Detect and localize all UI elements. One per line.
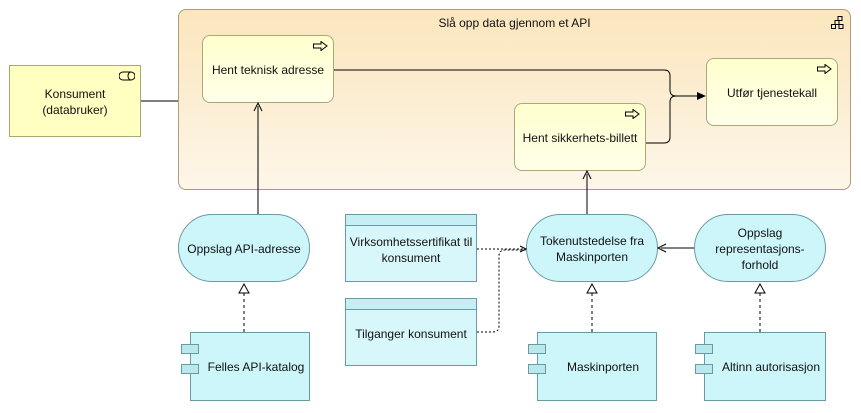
process-hent-sikkerhets-billett[interactable]: Hent sikkerhets-billett xyxy=(514,103,646,171)
component-icon xyxy=(181,364,199,374)
component-maskinporten[interactable]: Maskinporten xyxy=(537,332,657,401)
process-label: Utfør tjenestekall xyxy=(726,86,818,100)
component-label: Maskinporten xyxy=(566,360,640,374)
service-tokenutstedelse[interactable]: Tokenutstedelse fra Maskinporten xyxy=(526,214,658,282)
access-line xyxy=(477,249,526,333)
role-icon xyxy=(119,71,135,81)
component-icon xyxy=(695,344,713,354)
service-label: Oppslag representasjons- forhold xyxy=(715,226,805,272)
component-icon xyxy=(695,364,713,374)
grouping-icon xyxy=(831,16,844,29)
process-label: Hent teknisk adresse xyxy=(211,63,325,77)
realization-arrowhead xyxy=(238,282,250,294)
data-object-label: Tilganger konsument xyxy=(355,327,467,341)
process-arrow-icon xyxy=(817,64,832,74)
process-hent-teknisk-adresse[interactable]: Hent teknisk adresse xyxy=(202,35,334,103)
data-object-tilganger[interactable]: Tilganger konsument xyxy=(345,298,477,366)
container-title: Slå opp data gjennom et API xyxy=(438,16,591,30)
process-arrow-icon xyxy=(625,109,640,119)
component-felles-api-katalog[interactable]: Felles API-katalog xyxy=(190,332,310,401)
realization-arrowhead xyxy=(754,282,766,294)
component-icon xyxy=(181,344,199,354)
serving-arrowhead xyxy=(656,243,667,253)
process-label: Hent sikkerhets-billett xyxy=(522,131,638,145)
component-icon xyxy=(528,364,546,374)
service-label: Oppslag API-adresse xyxy=(187,242,301,256)
process-utfor-tjenestekall[interactable]: Utfør tjenestekall xyxy=(706,58,838,126)
service-oppslag-representasjon[interactable]: Oppslag representasjons- forhold xyxy=(694,214,826,282)
actor-konsument[interactable]: Konsument (databruker) xyxy=(9,65,141,137)
actor-label: Konsument (databruker) xyxy=(42,87,108,117)
data-object-virksomhetssertifikat[interactable]: Virksomhetssertifikat til konsument xyxy=(345,214,477,282)
component-altinn-autorisasjon[interactable]: Altinn autorisasjon xyxy=(704,332,826,401)
component-label: Felles API-katalog xyxy=(207,360,305,374)
data-object-header xyxy=(346,215,476,226)
service-oppslag-api-adresse[interactable]: Oppslag API-adresse xyxy=(178,214,310,282)
component-icon xyxy=(528,344,546,354)
component-label: Altinn autorisasjon xyxy=(721,360,821,374)
realization-arrowhead xyxy=(586,282,598,294)
process-arrow-icon xyxy=(313,41,328,51)
data-object-header xyxy=(346,299,476,310)
service-label: Tokenutstedelse fra Maskinporten xyxy=(539,234,645,264)
data-object-label: Virksomhetssertifikat til konsument xyxy=(349,235,473,265)
